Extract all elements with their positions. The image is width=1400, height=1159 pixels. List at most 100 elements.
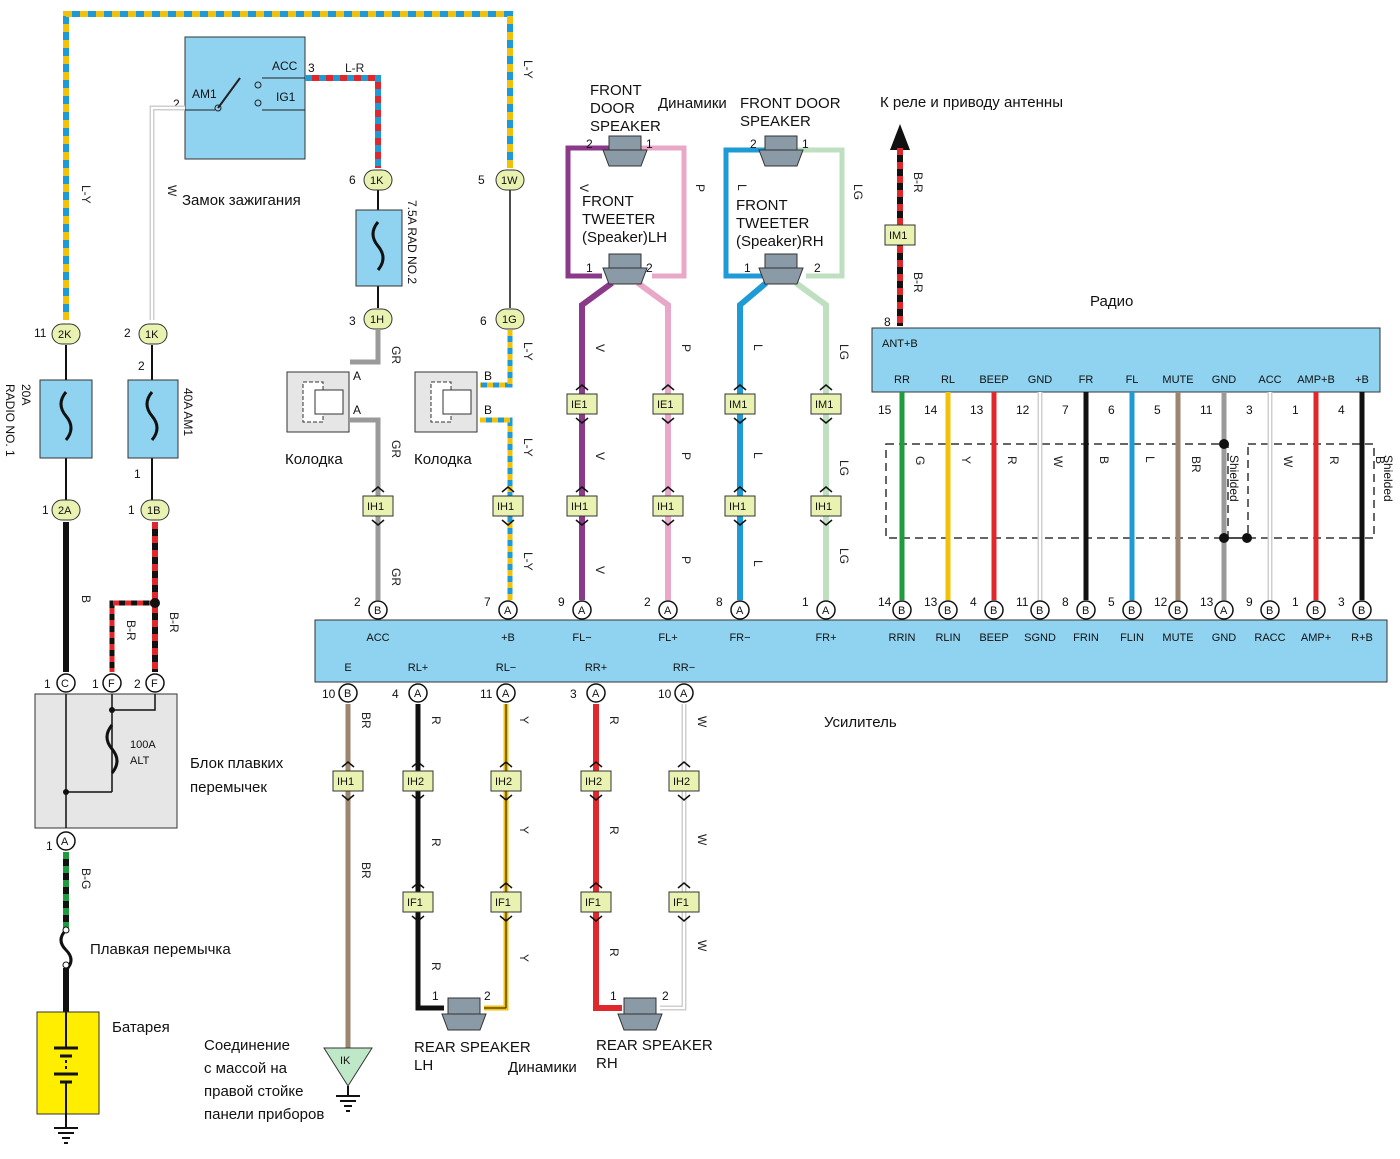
junction-row1-3-text: IM1 <box>815 399 833 411</box>
svg-text:A: A <box>353 369 361 383</box>
junction-2k: 2K <box>51 323 81 345</box>
amp-top-pin-RRIN-letter: B <box>898 605 905 617</box>
wire-label-b-r-1: B-R <box>167 612 181 633</box>
svg-text:IK: IK <box>340 1055 351 1067</box>
amp-top-pin-number: 13 <box>1200 595 1214 609</box>
wire-label-l-y-5: L-Y <box>521 552 535 571</box>
wire-label-w-am1: W <box>165 185 179 197</box>
amp-terminal-RL−: RL− <box>496 662 517 674</box>
junction-row1-3 <box>810 393 842 415</box>
ground-icon-battery <box>54 1127 78 1144</box>
amp-top-pin-FRIN-letter: B <box>1082 605 1089 617</box>
radio-terminal-MUTE: MUTE <box>1162 374 1193 386</box>
fusible-link-icon <box>59 928 73 972</box>
svg-text:C: C <box>61 678 69 690</box>
svg-text:2: 2 <box>124 326 131 340</box>
amplifier-label: Усилитель <box>824 714 897 731</box>
fuse-am1 <box>127 345 179 500</box>
amp-top-pin-number: 7 <box>484 595 491 609</box>
svg-text:TWEETER: TWEETER <box>582 211 655 228</box>
radio-wire-code: B <box>1373 456 1387 464</box>
amp-top-pin-SGND <box>1030 600 1050 620</box>
svg-text:P: P <box>679 344 693 352</box>
radio-pin-number: 3 <box>1246 403 1253 417</box>
amplifier-top-terminals: B2ACCA7+BA9FL−A2FL+A8FR−A1FR+B14RRINB13R… <box>354 595 1373 644</box>
svg-text:Y: Y <box>517 716 531 724</box>
radio-unit <box>871 327 1381 393</box>
amp-terminal-FR−: FR− <box>729 632 750 644</box>
amp-top-pin-RLIN-letter: B <box>944 605 951 617</box>
junction-row1-2-text: IM1 <box>729 399 747 411</box>
svg-text:2: 2 <box>646 261 653 275</box>
amp-bottom-pin-number: 10 <box>322 687 336 701</box>
amp-top-pin-FR+ <box>816 600 836 620</box>
radio-pin-number: 4 <box>1338 403 1345 417</box>
amp-top-pin-number: 11 <box>1016 595 1029 609</box>
speaker-icon-tweeter-rh <box>758 253 804 285</box>
radio-pin-number: 15 <box>878 403 892 417</box>
amp-terminal-R+B: R+B <box>1351 632 1373 644</box>
svg-text:панели приборов: панели приборов <box>204 1106 324 1123</box>
fuse-rad2-label: 7.5A RAD NO.2 <box>405 200 419 284</box>
svg-text:P: P <box>679 452 693 460</box>
fuse-rad-no2 <box>355 190 403 308</box>
svg-text:2: 2 <box>138 359 145 373</box>
junction-2a: 2A <box>51 499 81 521</box>
svg-text:1: 1 <box>646 137 653 151</box>
amp-top-pin-RRIN <box>892 600 912 620</box>
svg-text:B-R: B-R <box>911 172 925 193</box>
wire-label-l-y-right: L-Y <box>521 60 535 79</box>
junction-1k-left: 1K <box>138 323 168 345</box>
svg-text:2: 2 <box>662 989 669 1003</box>
amp-terminal-RACC: RACC <box>1254 632 1285 644</box>
junction-rear-row1-1 <box>402 770 434 792</box>
svg-text:1: 1 <box>802 137 809 151</box>
amp-top-pin-number: 2 <box>354 595 361 609</box>
shield-box-2 <box>1247 443 1375 539</box>
speaker-icon-rear-lh <box>441 997 487 1031</box>
radio-terminal-ACC: ACC <box>1258 374 1281 386</box>
svg-text:V: V <box>577 184 591 192</box>
junction-rear-row1-2-text: IH2 <box>495 776 512 788</box>
amp-top-pin-RLIN <box>938 600 958 620</box>
svg-text:(Speaker)RH: (Speaker)RH <box>736 233 824 250</box>
wire-label-l-r: L-R <box>345 61 365 75</box>
svg-text:1: 1 <box>586 261 593 275</box>
svg-text:R: R <box>607 826 621 835</box>
amp-terminal-AMP+: AMP+ <box>1301 632 1331 644</box>
battery-label: Батарея <box>112 1019 170 1036</box>
wire-l-y-loop <box>63 11 513 320</box>
svg-text:A: A <box>353 403 361 417</box>
amp-bottom-pin-RL−-letter: A <box>502 688 510 700</box>
ignition-ig1: IG1 <box>276 90 296 104</box>
junction-rear-row1-1-text: IH2 <box>407 776 424 788</box>
svg-text:L: L <box>751 560 765 567</box>
junction-row2-1 <box>492 495 524 517</box>
svg-text:DOOR: DOOR <box>590 100 635 117</box>
radio-pin-number: 7 <box>1062 403 1069 417</box>
svg-text:W: W <box>695 716 709 728</box>
amp-top-pin-number: 9 <box>1246 595 1253 609</box>
svg-text:6: 6 <box>349 173 356 187</box>
junction-row1-2 <box>724 393 756 415</box>
svg-text:R: R <box>607 948 621 957</box>
junction-rear-row2-1 <box>490 891 522 913</box>
svg-text:2K: 2K <box>58 329 72 341</box>
svg-text:1G: 1G <box>502 314 517 326</box>
svg-text:B: B <box>484 403 492 417</box>
amp-terminal-RL+: RL+ <box>408 662 429 674</box>
radio-wire-code: L <box>1143 456 1157 463</box>
amp-top-pin-number: 2 <box>644 595 651 609</box>
speaker-icon-front-door-rh <box>758 135 804 167</box>
svg-text:1: 1 <box>432 989 439 1003</box>
svg-text:1: 1 <box>42 503 49 517</box>
svg-text:11: 11 <box>34 326 47 340</box>
svg-text:LG: LG <box>837 548 851 564</box>
svg-text:с массой на: с массой на <box>204 1060 288 1077</box>
svg-text:P: P <box>679 556 693 564</box>
svg-text:L: L <box>751 452 765 459</box>
svg-text:W: W <box>695 834 709 846</box>
svg-text:FRONT: FRONT <box>590 82 642 99</box>
svg-text:2: 2 <box>134 677 141 691</box>
